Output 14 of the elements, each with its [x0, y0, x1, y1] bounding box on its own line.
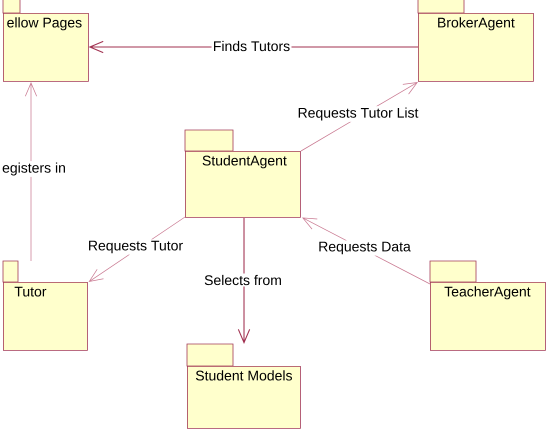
- edge-label: Requests Data: [316, 240, 412, 256]
- package-box: TeacherAgent: [430, 260, 546, 351]
- edge-label: Finds Tutors: [212, 40, 292, 52]
- edge-label: Requests Tutor: [86, 239, 184, 255]
- arrow: [238, 218, 250, 344]
- arrow: [24, 82, 38, 262]
- edge-label: Selects from: [202, 274, 284, 286]
- edge-label: Requests Tutor List: [296, 106, 420, 122]
- package-box: ellow Pages: [2, 0, 89, 82]
- package-box: Tutor: [2, 260, 88, 351]
- edge-label: egisters in: [0, 161, 68, 177]
- package-box: StudentAgent: [184, 130, 301, 218]
- package-box: BrokerAgent: [418, 0, 534, 82]
- package-box: Student Models: [186, 344, 301, 429]
